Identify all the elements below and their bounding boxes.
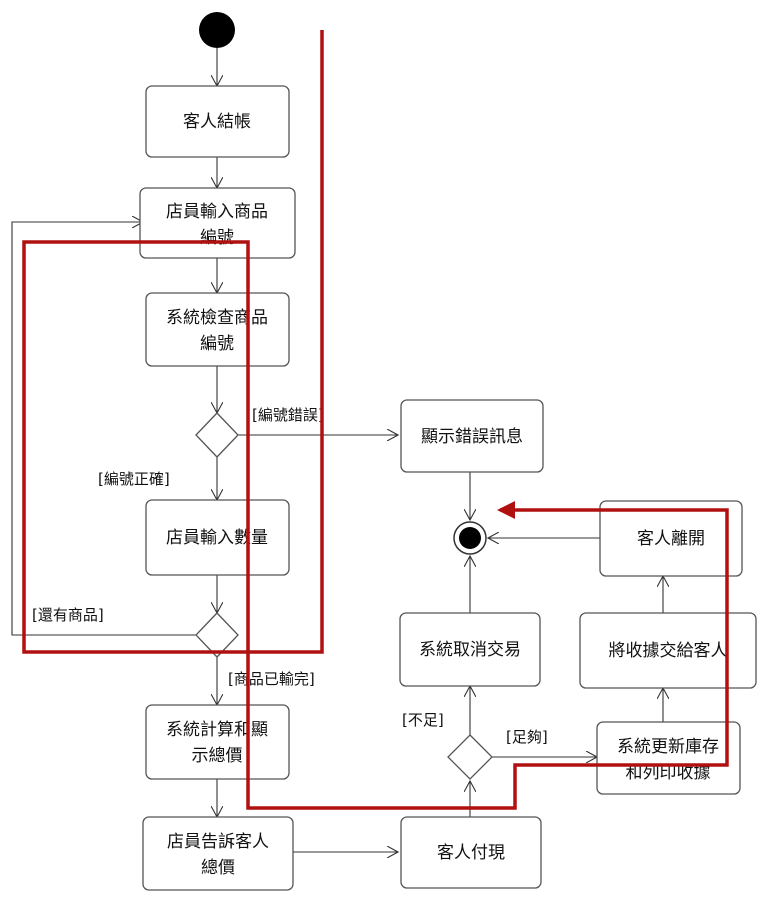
node-update-print: 系統更新庫存 和列印收據 xyxy=(596,721,741,795)
svg-text:系統更新庫存: 系統更新庫存 xyxy=(617,737,719,757)
svg-text:顯示錯誤訊息: 顯示錯誤訊息 xyxy=(421,427,523,447)
node-clerk-enter-qty: 店員輸入數量 xyxy=(145,499,290,576)
overlay-red-path xyxy=(22,30,729,810)
decision-id-valid xyxy=(195,412,239,458)
svg-text:系統計算和顯: 系統計算和顯 xyxy=(166,720,268,740)
guard-sufficient: [足夠] xyxy=(506,728,548,746)
svg-text:總價: 總價 xyxy=(201,858,235,878)
svg-text:和列印收據: 和列印收據 xyxy=(626,763,711,783)
svg-text:店員輸入商品: 店員輸入商品 xyxy=(166,202,268,222)
guard-id-correct: [編號正確] xyxy=(98,470,170,488)
node-system-calc: 系統計算和顯 示總價 xyxy=(145,704,290,780)
svg-text:客人結帳: 客人結帳 xyxy=(183,112,251,132)
node-show-error: 顯示錯誤訊息 xyxy=(400,399,544,473)
node-cancel: 系統取消交易 xyxy=(399,612,541,687)
svg-text:客人離開: 客人離開 xyxy=(637,529,705,549)
svg-text:店員輸入數量: 店員輸入數量 xyxy=(166,528,268,548)
guard-id-error: [編號錯誤] xyxy=(252,406,324,424)
svg-text:系統檢查商品: 系統檢查商品 xyxy=(166,308,268,328)
node-checkout: 客人結帳 xyxy=(145,85,290,158)
decision-more-items xyxy=(195,612,239,658)
node-give-receipt: 將收據交給客人 xyxy=(579,612,757,689)
guard-more-items: [還有商品] xyxy=(32,606,104,624)
svg-text:系統取消交易: 系統取消交易 xyxy=(419,640,521,660)
node-clerk-tell: 店員告訴客人 總價 xyxy=(142,816,294,891)
initial-node xyxy=(199,12,235,48)
svg-text:示總價: 示總價 xyxy=(192,746,243,766)
guard-insufficient: [不足] xyxy=(402,711,444,729)
svg-text:編號: 編號 xyxy=(200,334,234,354)
svg-text:編號: 編號 xyxy=(200,228,234,248)
svg-text:店員告訴客人: 店員告訴客人 xyxy=(167,832,269,852)
edges xyxy=(11,48,663,852)
node-customer-pay: 客人付現 xyxy=(400,816,542,889)
decision-payment xyxy=(447,734,493,780)
node-customer-leave: 客人離開 xyxy=(599,500,743,577)
svg-text:將收據交給客人: 將收據交給客人 xyxy=(609,641,728,661)
final-node xyxy=(453,521,487,555)
svg-text:客人付現: 客人付現 xyxy=(437,843,505,863)
node-system-check-id: 系統檢查商品 編號 xyxy=(145,292,290,367)
guard-items-done: [商品已輸完] xyxy=(228,670,315,688)
node-clerk-enter-id: 店員輸入商品 編號 xyxy=(139,187,296,259)
